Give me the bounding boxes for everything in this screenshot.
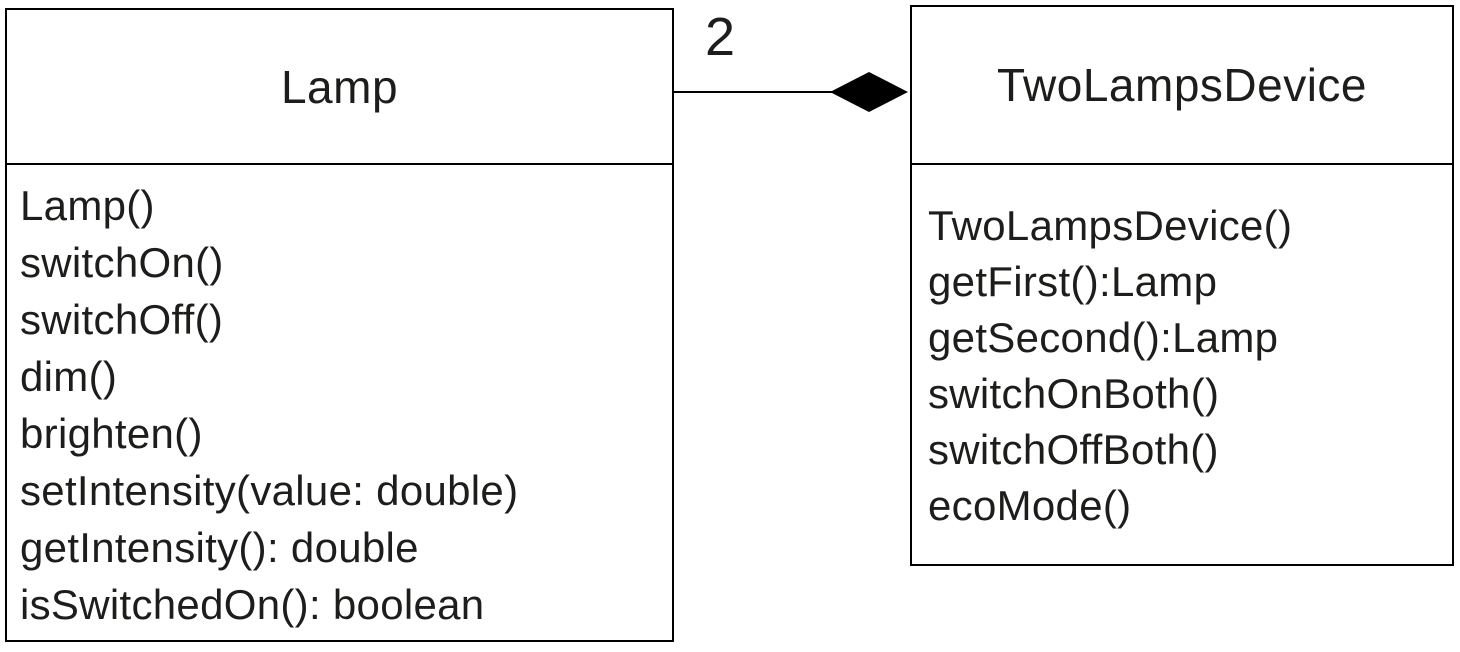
method-get-second: getSecond():Lamp <box>928 314 1279 361</box>
method-switch-off-both: switchOffBoth() <box>928 426 1219 473</box>
composition-diamond-icon <box>830 72 908 112</box>
method-get-first: getFirst():Lamp <box>928 258 1218 305</box>
method-eco-mode: ecoMode() <box>928 482 1132 529</box>
method-set-intensity: setIntensity(value: double) <box>20 467 519 514</box>
methods-compartment-lamp: Lamp() switchOn() switchOff() dim() brig… <box>7 165 672 633</box>
class-name-lamp: Lamp <box>280 60 399 113</box>
method-is-switched-on: isSwitchedOn(): boolean <box>20 581 485 628</box>
method-switch-on-both: switchOnBoth() <box>928 370 1220 417</box>
methods-compartment-twolampsdevice: TwoLampsDevice() getFirst():Lamp getSeco… <box>912 165 1452 534</box>
method-dim: dim() <box>20 353 118 400</box>
method-switch-off: switchOff() <box>20 296 224 343</box>
method-lamp-constructor: Lamp() <box>20 182 155 229</box>
multiplicity-label: 2 <box>705 7 736 67</box>
class-header-twolampsdevice: TwoLampsDevice <box>912 7 1452 165</box>
composition-connector <box>672 72 908 112</box>
method-get-intensity: getIntensity(): double <box>20 524 419 571</box>
method-brighten: brighten() <box>20 410 203 457</box>
class-name-twolampsdevice: TwoLampsDevice <box>996 59 1368 111</box>
class-box-lamp: Lamp Lamp() switchOn() switchOff() dim()… <box>5 8 674 642</box>
class-header-lamp: Lamp <box>7 10 672 165</box>
method-switch-on: switchOn() <box>20 239 224 286</box>
class-box-twolampsdevice: TwoLampsDevice TwoLampsDevice() getFirst… <box>910 5 1454 566</box>
method-twolampsdevice-constructor: TwoLampsDevice() <box>928 202 1293 249</box>
